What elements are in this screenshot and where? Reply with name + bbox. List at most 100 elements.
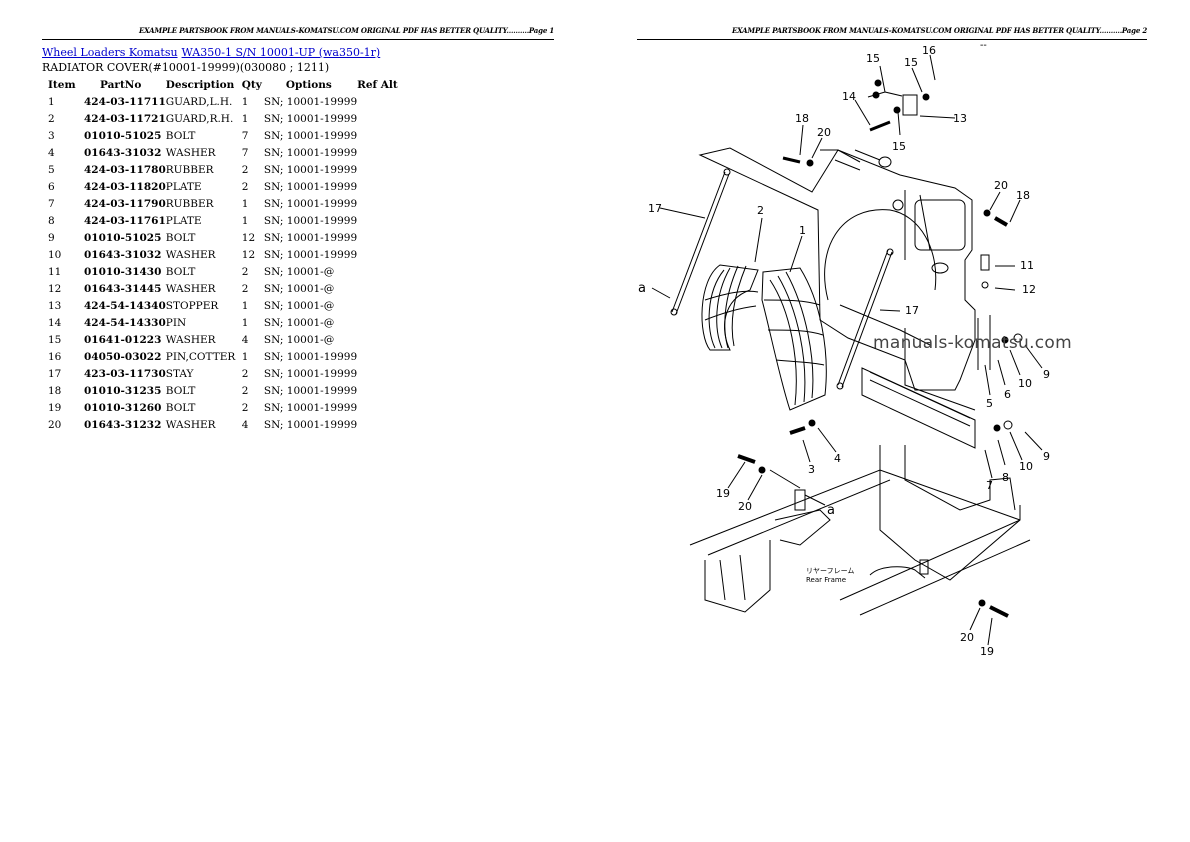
- cell-description: WASHER: [165, 418, 216, 431]
- cell-options: SN; 10001-19999: [263, 129, 358, 142]
- cell-description: PIN: [165, 316, 187, 329]
- cell-item: 5: [48, 163, 55, 176]
- cell-qty: 1: [241, 214, 249, 227]
- cell-ref-alt: [357, 348, 417, 365]
- cell-description: BOLT: [165, 129, 196, 142]
- cell-ref-alt: [357, 127, 417, 144]
- page-header: EXAMPLE PARTSBOOK FROM MANUALS-KOMATSU.C…: [42, 26, 554, 40]
- cell-item: 17: [48, 367, 62, 380]
- cell-options: SN; 10001-@: [263, 299, 335, 312]
- cell-partno: 424-54-14340: [84, 299, 166, 312]
- cell-item: 20: [48, 418, 62, 431]
- fan-guard-left: [701, 264, 759, 351]
- cell-qty: 4: [241, 333, 249, 346]
- parts-table: Item PartNo Description Qty Options Ref …: [42, 76, 417, 433]
- cell-options: SN; 10001-19999: [263, 418, 358, 431]
- cell-ref-alt: [357, 365, 417, 382]
- cell-ref-alt: [357, 229, 417, 246]
- stay-right: [836, 248, 894, 390]
- cell-partno: 424-03-11721: [84, 112, 166, 125]
- cell-ref-alt: [357, 195, 417, 212]
- cell-qty: 4: [241, 418, 249, 431]
- watermark: manuals-komatsu.com: [873, 333, 1072, 353]
- breadcrumb-link-model[interactable]: WA350-1 S/N 10001-UP (wa350-1r): [181, 46, 381, 59]
- cell-partno: 424-03-11780: [84, 163, 166, 176]
- mark: --: [980, 40, 987, 51]
- cell-partno: 424-03-11761: [84, 214, 166, 227]
- page-header: EXAMPLE PARTSBOOK FROM MANUALS-KOMATSU.C…: [637, 26, 1147, 40]
- breadcrumb-link-category[interactable]: Wheel Loaders Komatsu: [42, 46, 178, 59]
- cell-qty: 1: [241, 316, 249, 329]
- cell-options: SN; 10001-19999: [263, 112, 358, 125]
- fasteners: [737, 79, 1023, 618]
- svg-text:a: a: [638, 281, 646, 296]
- cell-description: PLATE: [165, 180, 202, 193]
- cell-ref-alt: [357, 178, 417, 195]
- cell-description: BOLT: [165, 231, 196, 244]
- stay-left: [670, 168, 731, 316]
- cell-ref-alt: [357, 212, 417, 229]
- column-header-qty: Qty: [241, 78, 262, 91]
- cell-options: SN; 10001-19999: [263, 367, 358, 380]
- cell-qty: 1: [241, 197, 249, 210]
- cell-item: 13: [48, 299, 62, 312]
- rear-frame: [689, 445, 1031, 616]
- cell-partno: 01643-31232: [84, 418, 162, 431]
- cell-qty: 2: [241, 282, 249, 295]
- cell-partno: 01641-01223: [84, 333, 162, 346]
- cell-item: 18: [48, 384, 62, 397]
- cell-item: 8: [48, 214, 55, 227]
- cell-description: GUARD,R.H.: [165, 112, 234, 125]
- svg-text:a: a: [827, 503, 835, 518]
- cell-options: SN; 10001-19999: [263, 248, 358, 261]
- cell-options: SN; 10001-19999: [263, 180, 358, 193]
- svg-text:13: 13: [953, 112, 967, 125]
- cell-partno: 424-54-14330: [84, 316, 166, 329]
- svg-text:18: 18: [1016, 189, 1030, 202]
- cell-description: GUARD,L.H.: [165, 95, 233, 108]
- cell-description: WASHER: [165, 333, 216, 346]
- cell-options: SN; 10001-@: [263, 333, 335, 346]
- column-header-partno: PartNo: [100, 78, 142, 91]
- cell-ref-alt: [357, 161, 417, 178]
- cell-qty: 2: [241, 384, 249, 397]
- cell-qty: 12: [241, 248, 256, 261]
- cell-qty: 1: [241, 350, 249, 363]
- svg-text:7: 7: [986, 479, 993, 492]
- cell-ref-alt: [357, 246, 417, 263]
- cell-description: WASHER: [165, 282, 216, 295]
- svg-text:20: 20: [960, 631, 974, 644]
- cell-ref-alt: [357, 416, 417, 433]
- cell-options: SN; 10001-19999: [263, 163, 358, 176]
- cell-partno: 01010-31235: [84, 384, 162, 397]
- cell-ref-alt: [357, 93, 417, 110]
- page-1: EXAMPLE PARTSBOOK FROM MANUALS-KOMATSU.C…: [42, 26, 554, 433]
- cell-item: 9: [48, 231, 55, 244]
- svg-text:16: 16: [922, 44, 936, 57]
- cell-description: WASHER: [165, 248, 216, 261]
- cell-description: PIN,COTTER: [165, 350, 236, 363]
- svg-text:3: 3: [808, 463, 815, 476]
- svg-text:15: 15: [892, 140, 906, 153]
- cell-description: RUBBER: [165, 197, 214, 210]
- cell-options: SN; 10001-@: [263, 265, 335, 278]
- cell-partno: 04050-03022: [84, 350, 162, 363]
- cell-partno: 01643-31032: [84, 146, 162, 159]
- cell-item: 6: [48, 180, 55, 193]
- cell-item: 12: [48, 282, 62, 295]
- cell-options: SN; 10001-19999: [263, 231, 358, 244]
- cell-item: 16: [48, 350, 62, 363]
